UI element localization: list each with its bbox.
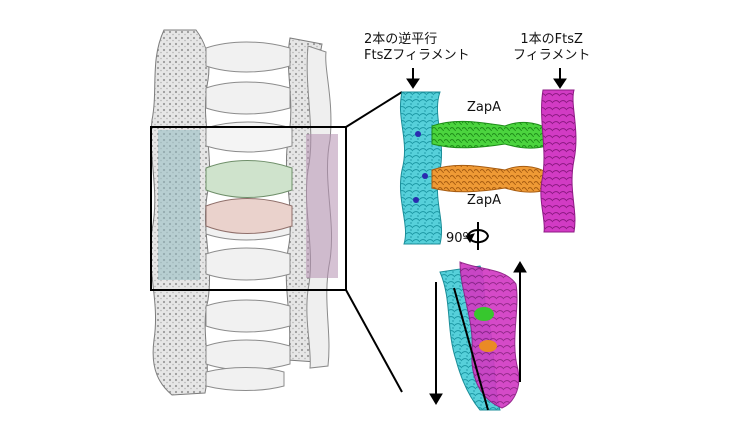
zapa-top-ribbon <box>431 120 547 149</box>
ribbon-model <box>399 89 577 245</box>
rotation-label: 90º <box>446 231 469 246</box>
rotated-view <box>439 261 520 411</box>
double-filament-label: 2本の逆平行 FtsZフィラメント <box>364 32 470 64</box>
direction-arrows <box>429 261 527 411</box>
zapa-bottom-ribbon <box>431 164 547 193</box>
label-pointer-arrows <box>406 68 567 89</box>
single-filament-label-line1: 1本のFtsZ <box>520 32 583 47</box>
double-filament-label-line2: FtsZフィラメント <box>364 48 470 63</box>
fitted-rung-top <box>205 121 293 153</box>
fitted-rung-green <box>205 160 293 198</box>
zapa-bottom-label: ZapA <box>467 193 502 208</box>
fitted-cyan-filament <box>158 130 200 280</box>
single-filament-label-line2: フィラメント <box>513 48 591 63</box>
single-filament-label: 1本のFtsZ フィラメント <box>513 32 590 64</box>
zoom-box <box>150 126 347 291</box>
fitted-rung-orange <box>205 198 293 234</box>
density-map <box>149 29 347 396</box>
rotated-magenta <box>459 261 520 409</box>
double-filament-label-line1: 2本の逆平行 <box>364 32 438 47</box>
ftsz-double-filament <box>399 91 443 245</box>
zoom-line-bottom <box>345 289 403 393</box>
zapa-top-label: ZapA <box>467 100 502 115</box>
fitted-magenta-filament <box>306 134 338 278</box>
zoom-line-top <box>345 91 403 128</box>
diagonal-guide <box>453 287 489 411</box>
ftsz-single-filament <box>540 89 577 233</box>
rotation-icon <box>465 222 490 250</box>
